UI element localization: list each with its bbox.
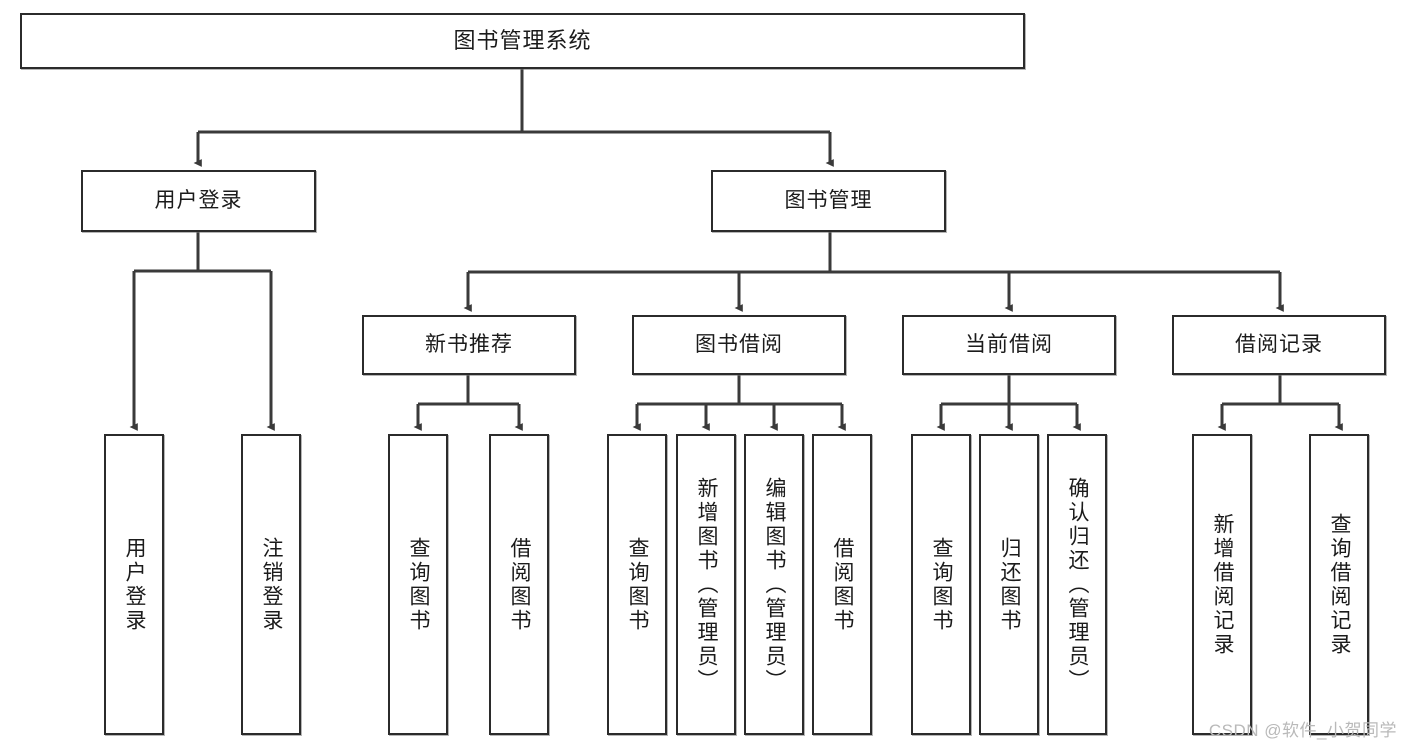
- node-leaf-query-book-2[interactable]: 查询图书: [607, 434, 667, 735]
- node-root-label: 图书管理系统: [453, 28, 592, 54]
- node-leaf-add-record[interactable]: 新增借阅记录: [1192, 434, 1252, 735]
- node-leaf-user-login-label: 用户登录: [123, 536, 147, 633]
- node-new-book-recommend-label: 新书推荐: [425, 332, 513, 356]
- node-leaf-user-login[interactable]: 用户登录: [104, 434, 164, 735]
- node-leaf-borrow-book-2-label: 借阅图书: [831, 536, 855, 633]
- node-leaf-query-book-3-label: 查询图书: [930, 536, 954, 633]
- node-leaf-borrow-book-2[interactable]: 借阅图书: [812, 434, 872, 735]
- node-leaf-borrow-book-1-label: 借阅图书: [508, 536, 532, 633]
- csdn-watermark: CSDN @软件_小贺同学: [1208, 721, 1397, 740]
- node-leaf-return-book-label: 归还图书: [998, 536, 1022, 633]
- node-user-login-label: 用户登录: [154, 188, 243, 212]
- node-book-manage-label: 图书管理: [784, 188, 873, 212]
- node-borrow-record[interactable]: 借阅记录: [1172, 315, 1386, 375]
- node-book-borrow[interactable]: 图书借阅: [632, 315, 846, 375]
- node-leaf-edit-book-label: 编辑图书（管理员）: [763, 476, 787, 693]
- node-leaf-user-logout-label: 注销登录: [260, 536, 284, 633]
- node-leaf-edit-book[interactable]: 编辑图书（管理员）: [744, 434, 804, 735]
- node-leaf-user-logout[interactable]: 注销登录: [241, 434, 301, 735]
- node-book-borrow-label: 图书借阅: [695, 332, 783, 356]
- node-root[interactable]: 图书管理系统: [20, 13, 1025, 69]
- node-current-borrow[interactable]: 当前借阅: [902, 315, 1116, 375]
- node-leaf-borrow-book-1[interactable]: 借阅图书: [489, 434, 549, 735]
- node-current-borrow-label: 当前借阅: [965, 332, 1053, 356]
- node-leaf-add-book-label: 新增图书（管理员）: [695, 476, 719, 693]
- node-leaf-query-book-1[interactable]: 查询图书: [388, 434, 448, 735]
- node-leaf-query-book-1-label: 查询图书: [407, 536, 431, 633]
- node-leaf-return-book[interactable]: 归还图书: [979, 434, 1039, 735]
- node-leaf-add-record-label: 新增借阅记录: [1211, 512, 1235, 657]
- node-new-book-recommend[interactable]: 新书推荐: [362, 315, 576, 375]
- node-leaf-query-book-3[interactable]: 查询图书: [911, 434, 971, 735]
- node-leaf-confirm-return-label: 确认归还（管理员）: [1066, 476, 1090, 693]
- node-leaf-add-book[interactable]: 新增图书（管理员）: [676, 434, 736, 735]
- node-book-manage[interactable]: 图书管理: [711, 170, 946, 232]
- node-leaf-confirm-return[interactable]: 确认归还（管理员）: [1047, 434, 1107, 735]
- node-leaf-query-record[interactable]: 查询借阅记录: [1309, 434, 1369, 735]
- node-leaf-query-record-label: 查询借阅记录: [1328, 512, 1352, 657]
- node-user-login[interactable]: 用户登录: [81, 170, 316, 232]
- node-borrow-record-label: 借阅记录: [1235, 332, 1323, 356]
- node-leaf-query-book-2-label: 查询图书: [626, 536, 650, 633]
